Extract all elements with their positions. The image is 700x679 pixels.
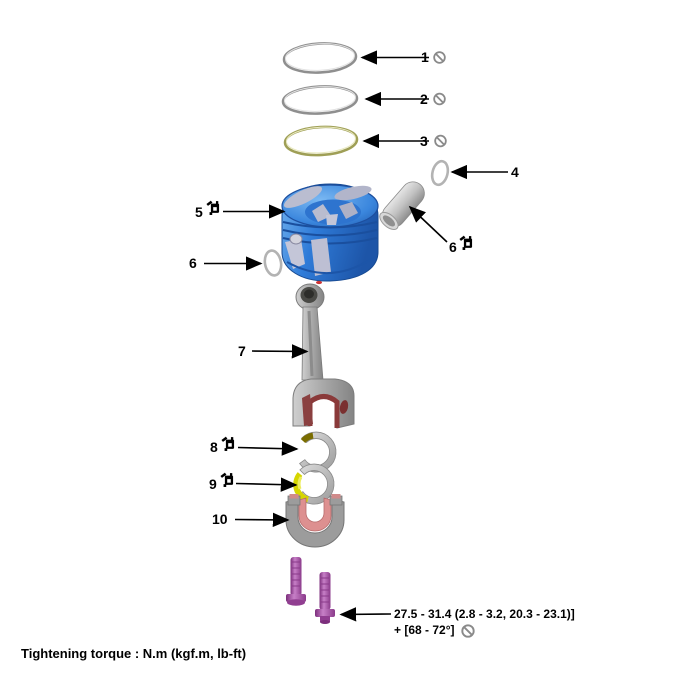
- no-reuse-icon: [433, 92, 446, 106]
- callout-label-7: 7: [238, 343, 246, 359]
- callout-arrow: [237, 441, 299, 456]
- tightening-torque-note: Tightening torque : N.m (kgf.m, lb-ft): [21, 646, 247, 661]
- piston-pin-graphic: [379, 181, 425, 230]
- rod-bolt-right-graphic: [315, 572, 335, 624]
- torque-spec-line2: + [68 - 72°]: [394, 623, 455, 637]
- snap-ring-right-graphic: [430, 159, 450, 187]
- no-reuse-icon: [433, 51, 446, 64]
- piston-ring-second-graphic: [281, 85, 359, 115]
- oil-can-icon: [220, 472, 234, 487]
- callout-label-5: 5: [195, 204, 203, 220]
- callout-arrow: [235, 477, 298, 492]
- torque-spec-line1: 27.5 - 31.4 (2.8 - 3.2, 20.3 - 23.1)]: [394, 607, 575, 621]
- torque-arrow: [339, 607, 392, 622]
- connecting-rod-graphic: [292, 280, 355, 429]
- callout-label-2: 2: [420, 91, 428, 107]
- no-reuse-icon: [461, 624, 475, 638]
- rod-bolt-left-graphic: [286, 557, 306, 606]
- callout-label-6-pin: 6: [449, 239, 457, 255]
- callout-arrow: [408, 205, 448, 243]
- oil-can-icon: [221, 436, 235, 451]
- oil-can-icon: [459, 235, 473, 250]
- piston-graphic: [281, 183, 379, 282]
- callout-arrow: [251, 344, 309, 359]
- callout-label-8: 8: [210, 439, 218, 455]
- callout-label-4: 4: [511, 164, 519, 180]
- lower-bearing-graphic: [293, 463, 335, 505]
- piston-ring-top-graphic: [282, 42, 358, 74]
- callout-label-1: 1: [421, 49, 429, 65]
- oil-ring-graphic: [283, 125, 359, 157]
- upper-bearing-graphic: [299, 431, 337, 473]
- callout-label-3: 3: [420, 133, 428, 149]
- callout-label-6-ring: 6: [189, 255, 197, 271]
- bearing-cap-graphic: [285, 494, 345, 548]
- callout-label-10: 10: [212, 511, 228, 527]
- no-reuse-icon: [434, 134, 447, 148]
- snap-ring-left-graphic: [263, 249, 283, 277]
- callout-label-9: 9: [209, 476, 217, 492]
- oil-can-icon: [206, 200, 220, 215]
- callout-arrow: [234, 512, 290, 528]
- callout-arrows: [204, 50, 508, 622]
